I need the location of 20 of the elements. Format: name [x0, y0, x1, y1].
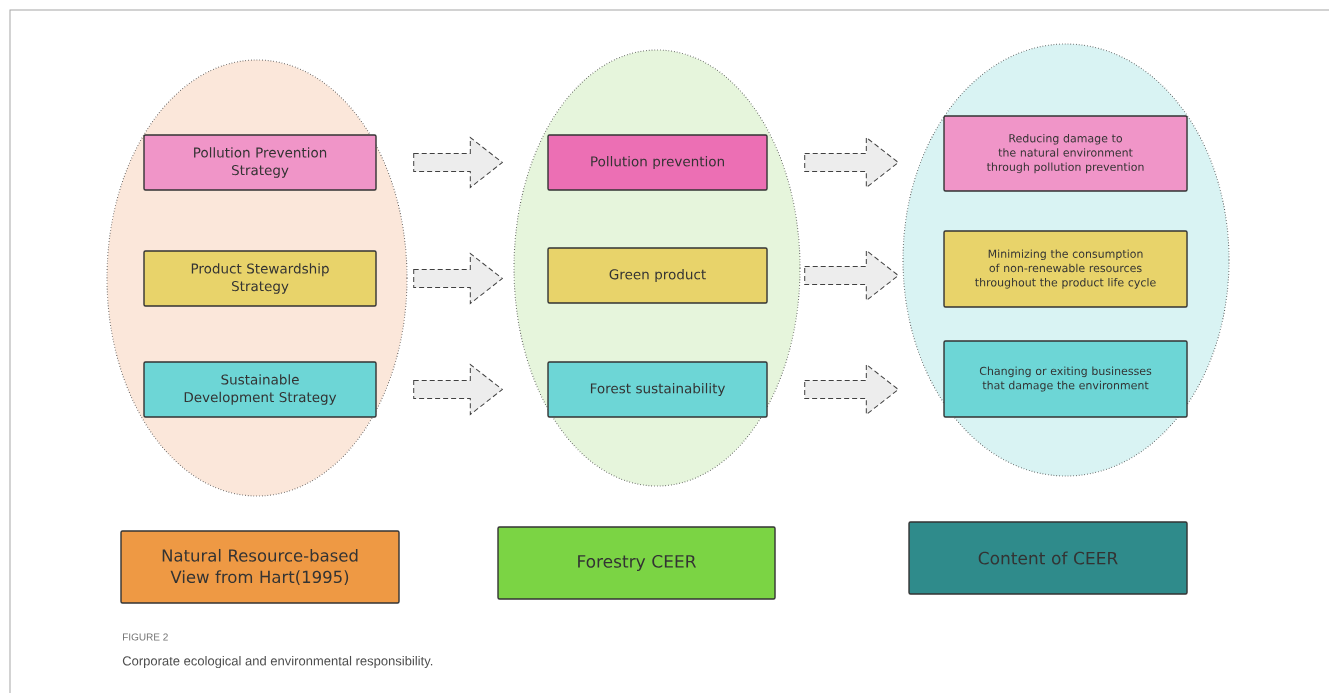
- text-box: Product Stewardship Strategy: [143, 250, 377, 307]
- block-arrow: [804, 250, 899, 301]
- block-arrow: [804, 364, 899, 415]
- text-box: Pollution prevention: [547, 134, 768, 191]
- block-arrow: [413, 137, 503, 188]
- text-box: Pollution Prevention Strategy: [143, 134, 377, 191]
- figure-label: FIGURE 2: [123, 633, 168, 641]
- text-box: Changing or exiting businesses that damage the environment: [943, 340, 1188, 418]
- text-box: Reducing damage to the natural environment through pollution prevention: [943, 115, 1188, 192]
- text-box: Forest sustainability: [547, 361, 768, 418]
- text-box: Green product: [547, 247, 768, 304]
- text-box: Forestry CEER: [497, 526, 776, 600]
- block-arrow: [804, 137, 899, 188]
- text-box: Minimizing the consumption of non-renewable resources throughout the product life cycle: [943, 230, 1188, 308]
- block-arrow: [413, 364, 503, 415]
- caption: Corporate ecological and environmental responsibility.: [122, 655, 433, 669]
- block-arrow: [413, 253, 503, 304]
- text-box: Content of CEER: [908, 521, 1188, 595]
- text-box: Sustainable Development Strategy: [143, 361, 377, 418]
- text-box: Natural Resource-based View from Hart(1995): [120, 530, 400, 604]
